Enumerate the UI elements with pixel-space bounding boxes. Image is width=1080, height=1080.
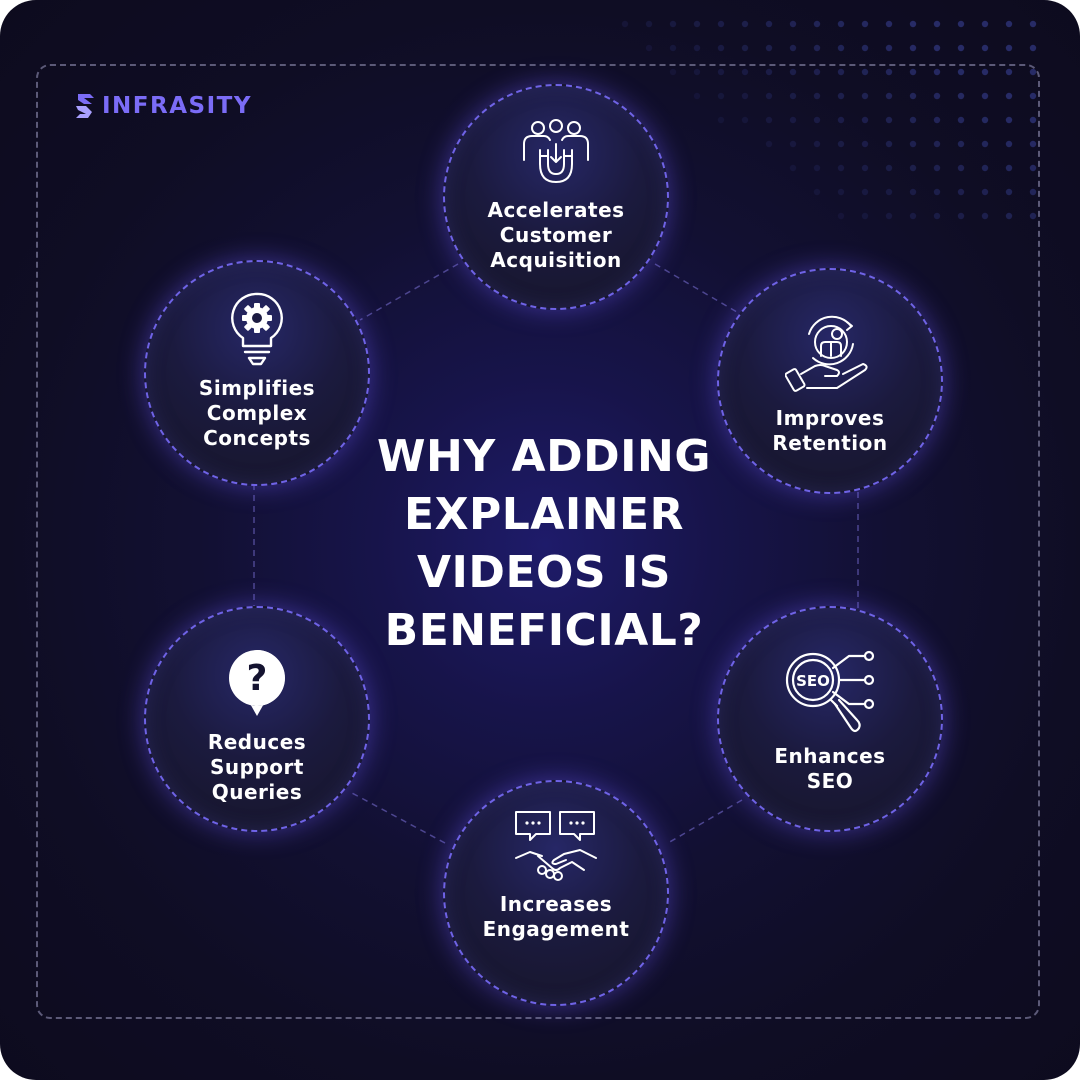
node-label-line: Concepts	[203, 426, 311, 450]
node-label-line: Accelerates	[487, 198, 625, 222]
node-label-line: Support	[210, 755, 304, 779]
brand-logo: INFRASITY	[74, 92, 252, 120]
question-bubble-icon: ?	[229, 650, 285, 716]
node-label-line: Enhances	[774, 744, 886, 768]
title-line: WHY ADDING	[377, 431, 711, 482]
handshake-chat-icon	[515, 811, 597, 881]
node-label-line: SEO	[806, 769, 854, 793]
title-line: BENEFICIAL?	[384, 605, 704, 656]
seo-icon-text: SEO	[796, 672, 830, 690]
title-line: VIDEOS IS	[417, 547, 671, 598]
lightbulb-gear-icon	[231, 292, 283, 366]
node-label-line: Acquisition	[490, 248, 622, 272]
node-label-line: Queries	[211, 780, 303, 804]
benefit-node-customer-acquisition: Accelerates Customer Acquisition	[443, 84, 669, 310]
brand-name: INFRASITY	[102, 93, 252, 119]
benefit-node-complex-concepts: Simplifies Complex Concepts	[144, 260, 370, 486]
hand-retention-icon	[785, 315, 868, 392]
node-label-line: Improves	[775, 406, 885, 430]
node-label-line: Simplifies	[198, 376, 316, 400]
customer-magnet-icon	[523, 119, 589, 183]
dashed-frame	[36, 64, 1040, 1019]
main-title: WHY ADDING EXPLAINER VIDEOS IS BENEFICIA…	[330, 428, 758, 660]
benefit-node-seo: SEO Enhances SEO	[717, 606, 943, 832]
infrasity-logo-icon	[76, 94, 94, 118]
benefit-node-engagement: Increases Engagement	[443, 780, 669, 1006]
node-label-line: Increases	[499, 892, 613, 916]
benefit-node-support-queries: ? Reduces Support Queries	[144, 606, 370, 832]
node-label-line: Customer	[499, 223, 613, 247]
benefit-node-retention: Improves Retention	[717, 268, 943, 494]
node-label-line: Engagement	[482, 917, 630, 941]
seo-magnifier-icon: SEO	[785, 650, 875, 733]
node-label-line: Complex	[206, 401, 308, 425]
title-line: EXPLAINER	[404, 489, 684, 540]
question-icon-text: ?	[247, 658, 268, 699]
node-label-line: Reduces	[207, 730, 307, 754]
node-label-line: Retention	[772, 431, 888, 455]
